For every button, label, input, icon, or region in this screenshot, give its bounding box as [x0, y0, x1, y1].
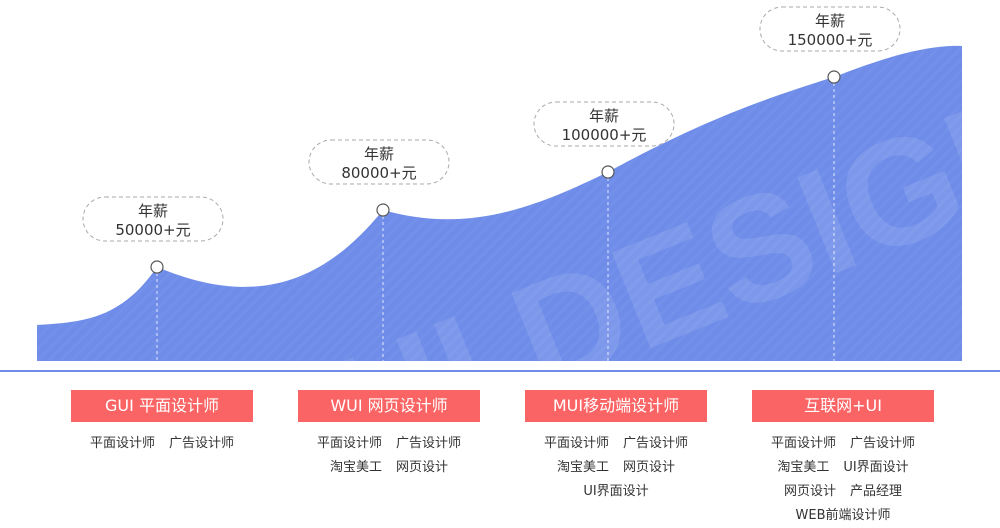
data-point	[376, 203, 390, 217]
skill-item: 平面设计师	[770, 436, 836, 451]
salary-label-bubble	[533, 101, 675, 147]
salary-area-texture	[37, 45, 962, 361]
career-column-wui: WUI 网页设计师 平面设计师广告设计师 淘宝美工网页设计	[298, 390, 480, 480]
salary-label-line2: 100000+元	[562, 126, 647, 144]
skill-list-internet-ui: 平面设计师广告设计师 淘宝美工 UI界面设计 网页设计产品经理 WEB前端设计师	[752, 432, 934, 528]
skill-item: 网页设计	[783, 484, 836, 499]
skill-row: 淘宝美工网页设计	[525, 456, 707, 480]
salary-label-line1: 年薪	[815, 12, 845, 30]
career-title-wui: WUI 网页设计师	[298, 390, 480, 422]
data-point	[827, 70, 841, 84]
salary-label-line2: 50000+元	[115, 221, 190, 239]
skill-item: 平面设计师	[543, 436, 609, 451]
skill-item: 淘宝美工	[777, 460, 830, 475]
skill-row: 平面设计师广告设计师	[298, 432, 480, 456]
skill-row: 淘宝美工 UI界面设计	[752, 456, 934, 480]
salary-label-line2: 80000+元	[341, 164, 416, 182]
data-point	[150, 260, 164, 274]
data-point	[601, 165, 615, 179]
skill-item: 网页设计	[396, 460, 449, 475]
skill-item: UI界面设计	[843, 460, 909, 475]
skill-item: 淘宝美工	[556, 460, 609, 475]
skill-row: 淘宝美工网页设计	[298, 456, 480, 480]
skill-item: 广告设计师	[850, 436, 916, 451]
career-column-mui: MUI移动端设计师 平面设计师广告设计师 淘宝美工网页设计 UI界面设计	[525, 390, 707, 504]
skill-item: 平面设计师	[316, 436, 382, 451]
skill-row: UI界面设计	[525, 480, 707, 504]
skill-list-wui: 平面设计师广告设计师 淘宝美工网页设计	[298, 432, 480, 480]
skill-item: 广告设计师	[169, 436, 235, 451]
skill-row: 平面设计师广告设计师	[71, 432, 253, 456]
skill-item: WEB前端设计师	[795, 508, 891, 523]
skill-item: 广告设计师	[396, 436, 462, 451]
skill-row: WEB前端设计师	[752, 504, 934, 528]
career-column-gui: GUI 平面设计师 平面设计师广告设计师	[71, 390, 253, 456]
guide-lines	[156, 83, 835, 361]
career-column-internet-ui: 互联网+UI 平面设计师广告设计师 淘宝美工 UI界面设计 网页设计产品经理 WE…	[752, 390, 934, 528]
salary-label-line1: 年薪	[138, 202, 168, 220]
career-title-internet-ui: 互联网+UI	[752, 390, 934, 422]
skill-item: 淘宝美工	[329, 460, 382, 475]
skill-item: 广告设计师	[623, 436, 689, 451]
data-points	[150, 70, 841, 274]
salary-label-bubble	[759, 6, 901, 52]
salary-label-line1: 年薪	[364, 145, 394, 163]
salary-label-line2: 150000+元	[788, 31, 873, 49]
skill-item: UI界面设计	[583, 484, 649, 499]
skill-item: 平面设计师	[89, 436, 155, 451]
salary-label-line1: 年薪	[589, 107, 619, 125]
skill-row: 网页设计产品经理	[752, 480, 934, 504]
skill-list-mui: 平面设计师广告设计师 淘宝美工网页设计 UI界面设计	[525, 432, 707, 504]
skill-item: 网页设计	[623, 460, 676, 475]
skill-list-gui: 平面设计师广告设计师	[71, 432, 253, 456]
skill-row: 平面设计师广告设计师	[525, 432, 707, 456]
skill-row: 平面设计师广告设计师	[752, 432, 934, 456]
career-title-gui: GUI 平面设计师	[71, 390, 253, 422]
skill-item: 产品经理	[850, 484, 903, 499]
salary-label-bubble	[308, 139, 450, 185]
career-title-mui: MUI移动端设计师	[525, 390, 707, 422]
salary-label-bubble	[82, 196, 224, 242]
